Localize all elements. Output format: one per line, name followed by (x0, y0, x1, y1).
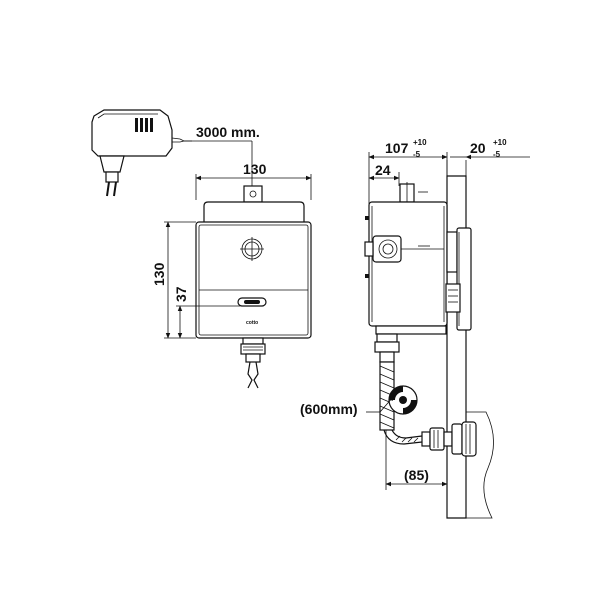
brand-logo: cotto (246, 320, 258, 326)
side-view: 107 +10 -5 20 +10 -5 24 (300, 138, 530, 519)
cable-length-label: 3000 mm. (196, 124, 260, 140)
wall-tol-plus: +10 (493, 138, 507, 147)
outlet-depth-label: (85) (404, 467, 429, 483)
outlet-fitting-icon (240, 337, 266, 389)
inlet-offset-label: 24 (375, 162, 391, 178)
pipe-section-icon (388, 385, 418, 415)
wall-offset-label: 20 (470, 140, 486, 156)
wall-tol-minus: -5 (493, 150, 501, 159)
front-view: 130 cotto 130 37 (151, 161, 312, 389)
power-adapter-icon (91, 109, 185, 197)
sensor-height-label: 37 (173, 286, 189, 302)
inlet-valve-icon (364, 235, 444, 263)
hose-length-label: (600mm) (300, 401, 358, 417)
depth-label: 107 (385, 140, 409, 156)
front-height-label: 130 (151, 262, 167, 286)
front-width-label: 130 (243, 161, 267, 177)
depth-tol-minus: -5 (413, 150, 421, 159)
wall-outlet-fitting-icon (421, 421, 477, 457)
side-outlet-fitting-icon (374, 333, 400, 363)
valve-body (368, 201, 448, 327)
depth-tol-plus: +10 (413, 138, 427, 147)
wall-flange-icon (445, 227, 472, 331)
top-fitting (243, 185, 263, 203)
wall-section (446, 175, 467, 519)
